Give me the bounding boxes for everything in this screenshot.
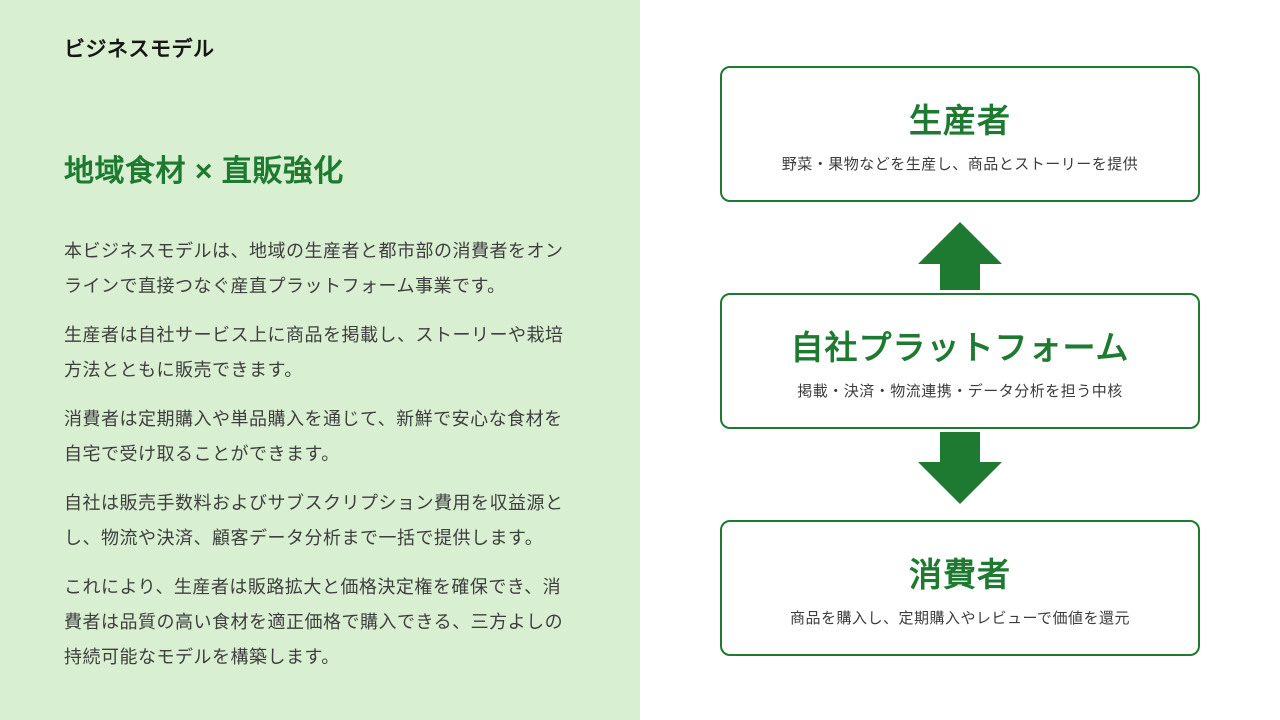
- body-paragraph-5: これにより、生産者は販路拡大と価格決定権を確保でき、消費者は品質の高い食材を適正…: [64, 577, 564, 667]
- body-paragraph-4: 自社は販売手数料およびサブスクリプション費用を収益源とし、物流や決済、顧客データ…: [64, 493, 564, 548]
- diagram-panel: 生産者 野菜・果物などを生産し、商品とストーリーを提供 自社プラットフォーム 掲…: [640, 0, 1280, 720]
- slide-heading: 地域食材 × 直販強化: [64, 155, 344, 188]
- node-subtitle: 野菜・果物などを生産し、商品とストーリーを提供: [781, 156, 1139, 173]
- arrow-slot-up: [720, 202, 1200, 293]
- left-text-panel: ビジネスモデル 地域食材 × 直販強化 本ビジネスモデルは、地域の生産者と都市部…: [0, 0, 640, 720]
- body-paragraph-1: 本ビジネスモデルは、地域の生産者と都市部の消費者をオンラインで直接つなぐ産直プラ…: [64, 241, 564, 296]
- diagram-node-producer: 生産者 野菜・果物などを生産し、商品とストーリーを提供: [720, 66, 1200, 202]
- slide-kicker: ビジネスモデル: [64, 38, 215, 61]
- node-title: 自社プラットフォーム: [790, 329, 1130, 366]
- body-text-block: 本ビジネスモデルは、地域の生産者と都市部の消費者をオンラインで直接つなぐ産直プラ…: [64, 234, 578, 675]
- node-subtitle: 商品を購入し、定期購入やレビューで価値を還元: [789, 610, 1131, 627]
- body-paragraph-2: 生産者は自社サービス上に商品を掲載し、ストーリーや栽培方法とともに販売できます。: [64, 325, 564, 380]
- diagram-node-platform: 自社プラットフォーム 掲載・決済・物流連携・データ分析を担う中核: [720, 293, 1200, 429]
- diagram-node-consumer: 消費者 商品を購入し、定期購入やレビューで価値を還元: [720, 520, 1200, 656]
- arrow-slot-down: [720, 429, 1200, 520]
- arrow-up-icon: [918, 222, 1002, 290]
- arrow-down-icon: [918, 432, 1002, 504]
- node-title: 消費者: [909, 556, 1011, 593]
- node-subtitle: 掲載・決済・物流連携・データ分析を担う中核: [797, 383, 1123, 400]
- node-title: 生産者: [909, 102, 1011, 139]
- body-paragraph-3: 消費者は定期購入や単品購入を通じて、新鮮で安心な食材を自宅で受け取ることができま…: [64, 409, 563, 464]
